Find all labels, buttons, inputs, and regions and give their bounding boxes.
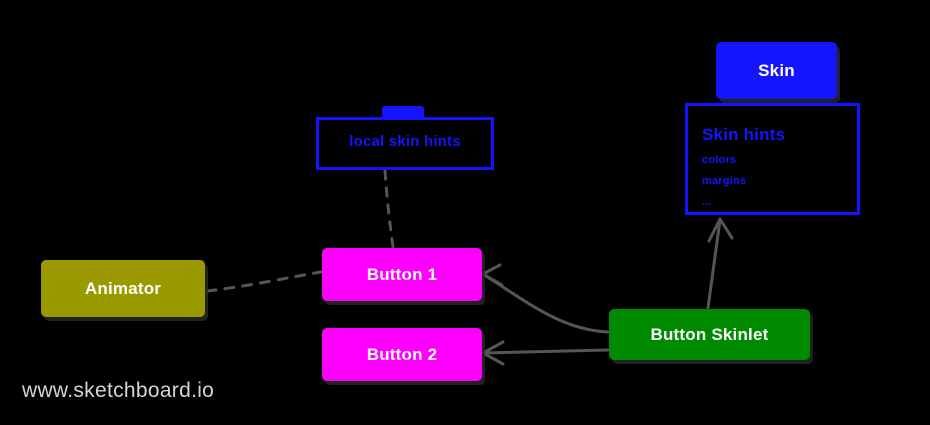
watermark: www.sketchboard.io (22, 379, 215, 402)
edge-skinlet-to-skin-hints (706, 218, 722, 310)
node-skin-label: Skin (758, 60, 795, 80)
edge-skinlet-to-button2 (482, 348, 610, 355)
node-button-2[interactable]: Button 2 (322, 328, 482, 381)
node-button-skinlet-label: Button Skinlet (650, 324, 769, 344)
node-button-1-label: Button 1 (366, 264, 438, 284)
node-animator-label: Animator (84, 278, 162, 298)
node-local-skin-hints[interactable]: local skin hints (316, 117, 494, 170)
node-skin-hints[interactable]: Skin hints colors margins ... (685, 103, 860, 215)
node-button-skinlet[interactable]: Button Skinlet (609, 309, 810, 360)
node-button-2-label: Button 2 (366, 344, 438, 364)
node-local-skin-hints-label: local skin hints (349, 133, 461, 150)
node-animator[interactable]: Animator (41, 260, 205, 317)
node-skin-hints-heading: Skin hints (702, 125, 786, 144)
node-button-1[interactable]: Button 1 (322, 248, 482, 301)
note-tab-icon (382, 106, 424, 118)
node-skin-hints-item-colors: colors (702, 154, 737, 166)
edge-skinlet-to-button1 (482, 273, 610, 334)
edge-local-skin-hints-to-button1 (383, 169, 395, 249)
arrowhead-skinlet-to-button2 (481, 340, 505, 366)
arrowhead-skinlet-to-button1 (481, 263, 504, 287)
node-skin-hints-item-ellipsis: ... (702, 196, 712, 208)
node-skin-hints-item-margins: margins (702, 175, 747, 187)
edge-animator-to-button1 (205, 270, 323, 293)
node-skin[interactable]: Skin (716, 42, 837, 99)
arrowhead-skinlet-to-skin-hints (707, 217, 734, 243)
